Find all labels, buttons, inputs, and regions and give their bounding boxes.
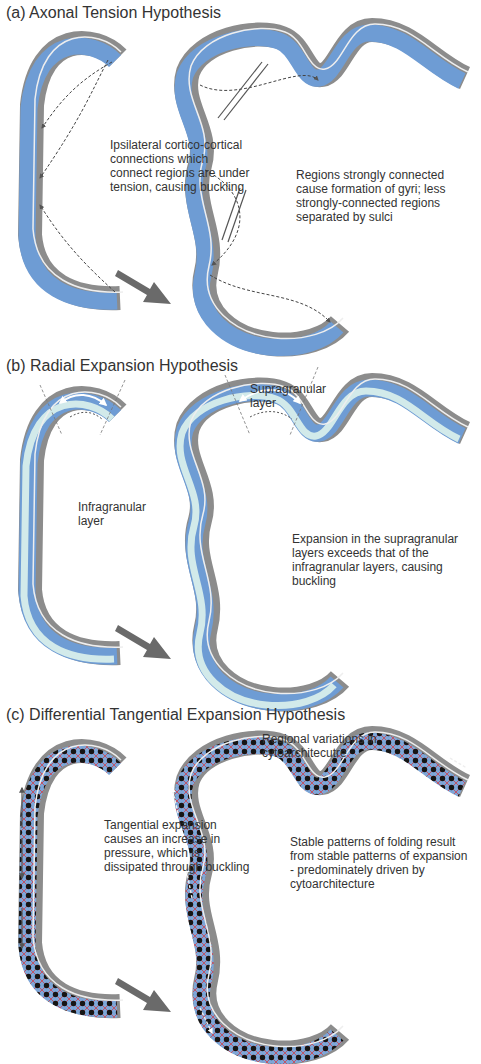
panel-c-art bbox=[22, 732, 470, 1056]
annotation: Tangential expansion causes an increase … bbox=[104, 818, 254, 875]
transition-arrow bbox=[115, 978, 171, 1012]
tangential-arrow bbox=[172, 788, 178, 813]
expansion-arrow bbox=[70, 412, 102, 419]
tangential-arrows bbox=[172, 758, 470, 1033]
annotation: Ipsilateral cortico-cortical connections… bbox=[110, 138, 250, 195]
axon-line bbox=[40, 60, 108, 178]
strut bbox=[218, 62, 262, 118]
panel-heading: (b) Radial Expansion Hypothesis bbox=[6, 357, 476, 376]
axon-line bbox=[42, 62, 112, 128]
cytoarchitecture-face bbox=[183, 741, 462, 1056]
guide-line bbox=[40, 385, 62, 435]
annotation: Expansion in the supragranular layers ex… bbox=[292, 532, 470, 589]
cytoarchitecture-face bbox=[27, 754, 117, 1009]
panel-heading: (c) Differential Tangential Expansion Hy… bbox=[6, 706, 476, 725]
tangential-arrow bbox=[450, 758, 470, 770]
expansion-arrow bbox=[250, 412, 292, 419]
tangential-arrow bbox=[21, 788, 22, 828]
strut bbox=[228, 190, 246, 242]
guide-line bbox=[225, 375, 250, 435]
transition-arrow bbox=[115, 625, 171, 659]
axon-line bbox=[210, 275, 330, 322]
axon-line bbox=[200, 75, 318, 90]
panel-heading: (a) Axonal Tension Hypothesis bbox=[6, 4, 476, 23]
strut bbox=[224, 64, 268, 120]
ribbon-face bbox=[27, 46, 117, 301]
tangential-arrows bbox=[21, 788, 22, 948]
transition-arrow bbox=[115, 270, 171, 304]
guide-line bbox=[290, 367, 318, 435]
annotation: Regions strongly connected cause formati… bbox=[296, 168, 471, 225]
annotation: Regional variations in cytoarchitecutre bbox=[262, 732, 392, 760]
layer-label: Supragranular layer bbox=[250, 382, 340, 410]
axon-connections bbox=[40, 60, 330, 322]
cortex-ribbon bbox=[27, 732, 468, 1056]
tangential-arrow bbox=[200, 1008, 212, 1033]
expansion-arrow bbox=[60, 395, 106, 405]
layer-label: Infragranular layer bbox=[78, 500, 168, 528]
tangential-arrow bbox=[21, 838, 22, 878]
ribbon-edge bbox=[33, 37, 123, 292]
axon-line bbox=[40, 205, 115, 292]
tangential-arrow bbox=[21, 908, 22, 948]
guide-line bbox=[100, 380, 125, 435]
supragranular-layer bbox=[27, 401, 117, 656]
annotation: Stable patterns of folding result from s… bbox=[290, 835, 470, 892]
expansion-arrows bbox=[40, 367, 318, 435]
